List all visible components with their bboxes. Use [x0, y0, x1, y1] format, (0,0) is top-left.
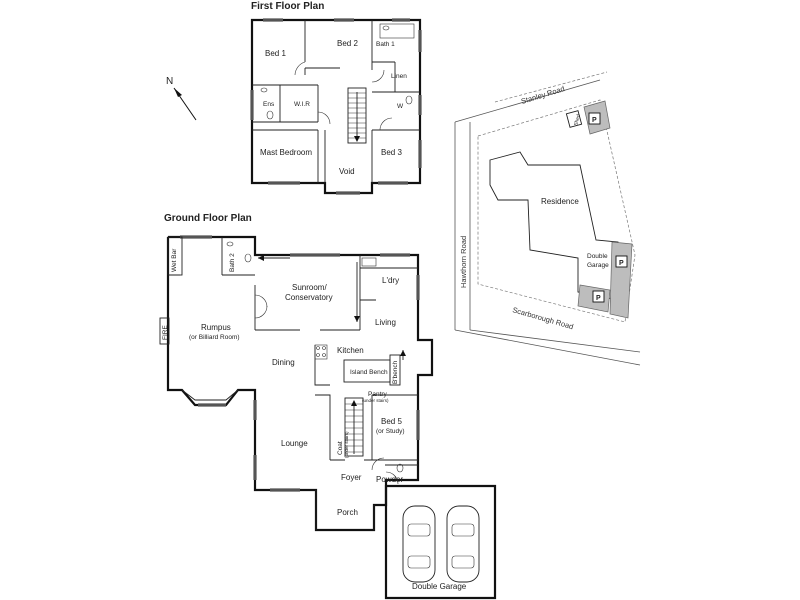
sunroom-label: Sunroom/: [292, 283, 327, 292]
coat-label: Coat: [337, 441, 344, 455]
basin-icon: [382, 25, 390, 31]
master-bedroom-label: Mast Bedroom: [260, 148, 312, 157]
bed-2-label: Bed 2: [337, 39, 358, 48]
wc-label: W: [397, 103, 404, 110]
parking-sign: P: [596, 295, 601, 302]
car-icon: [402, 505, 436, 583]
toilet-icon: [244, 253, 252, 263]
rumpus-label: Rumpus: [201, 323, 231, 332]
wet-bar-label: Wet Bar: [171, 248, 178, 272]
parking-icon: [592, 290, 605, 303]
fire-label: FIRE: [162, 325, 169, 340]
void-label: Void: [339, 167, 355, 176]
compass-label: N: [166, 76, 173, 87]
rumpus-note: (or Billiard Room): [189, 334, 240, 341]
parking-icon: [615, 255, 628, 268]
bathtub-icon: [379, 23, 415, 39]
pantry-note: (under stairs): [362, 398, 389, 403]
shed-label: Shed: [573, 113, 582, 126]
parking-icon: [588, 112, 601, 125]
site-plan: P P P Stanley Road Hawthorn Road Scarbor…: [454, 71, 641, 366]
residence-label: Residence: [541, 197, 579, 206]
bed-3-label: Bed 3: [381, 148, 402, 157]
dining-label: Dining: [272, 358, 295, 367]
cooktop-icon: [314, 344, 328, 360]
bath-1-label: Bath 1: [376, 41, 395, 48]
stairs-icon: [344, 397, 364, 457]
linen-label: Linen: [391, 73, 407, 80]
parking-sign: P: [592, 117, 597, 124]
ground-floor-title: Ground Floor Plan: [164, 213, 252, 224]
scarborough-road-label: Scarborough Road: [511, 305, 574, 331]
laundry-tub-icon: [361, 257, 377, 267]
parking-sign: P: [619, 260, 624, 267]
toilet-icon: [266, 110, 274, 120]
site-garage-label: Double: [587, 253, 608, 260]
powder-label: Powder: [376, 475, 403, 484]
bath-2-label: Bath 2: [229, 253, 236, 272]
toilet-icon: [396, 463, 404, 473]
breakfast-bench-label: B'bench: [392, 360, 399, 384]
laundry-label: L'dry: [382, 276, 399, 285]
north-arrow-icon: N: [166, 76, 197, 121]
breakfast-bench-icon: [389, 354, 401, 386]
basin-icon: [260, 87, 268, 93]
island-bench-label: Island Bench: [350, 369, 388, 376]
site-garage-label: Garage: [587, 262, 609, 269]
ground-floor-plan: Wet Bar Bath 2 FIRE Rumpus (or Billiard …: [159, 235, 497, 600]
bed-5-label: Bed 5: [381, 417, 402, 426]
pantry-label: Pantry: [368, 391, 388, 398]
first-floor-plan: Bed 1 Bed 2 Bath 1 Linen Ens W.I.R W Mas…: [250, 18, 422, 195]
coat-note: (under stairs): [344, 431, 349, 458]
car-icon: [446, 505, 480, 583]
kitchen-label: Kitchen: [337, 346, 364, 355]
porch-label: Porch: [337, 508, 358, 517]
wir-label: W.I.R: [294, 101, 310, 108]
stairs-icon: [347, 87, 367, 144]
bed-1-label: Bed 1: [265, 49, 286, 58]
double-garage-label: Double Garage: [412, 582, 467, 591]
stanley-road-label: Stanley Road: [520, 84, 566, 106]
ensuite-label: Ens: [263, 101, 275, 108]
toilet-icon: [405, 95, 413, 105]
wet-bar-icon: [167, 236, 183, 276]
first-floor-title: First Floor Plan: [251, 1, 324, 12]
living-label: Living: [375, 318, 396, 327]
foyer-label: Foyer: [341, 473, 362, 482]
lounge-label: Lounge: [281, 439, 308, 448]
basin-icon: [226, 241, 234, 247]
conservatory-label: Conservatory: [285, 293, 333, 302]
hawthorn-road-label: Hawthorn Road: [459, 236, 468, 288]
bed-5-note: (or Study): [376, 428, 405, 435]
